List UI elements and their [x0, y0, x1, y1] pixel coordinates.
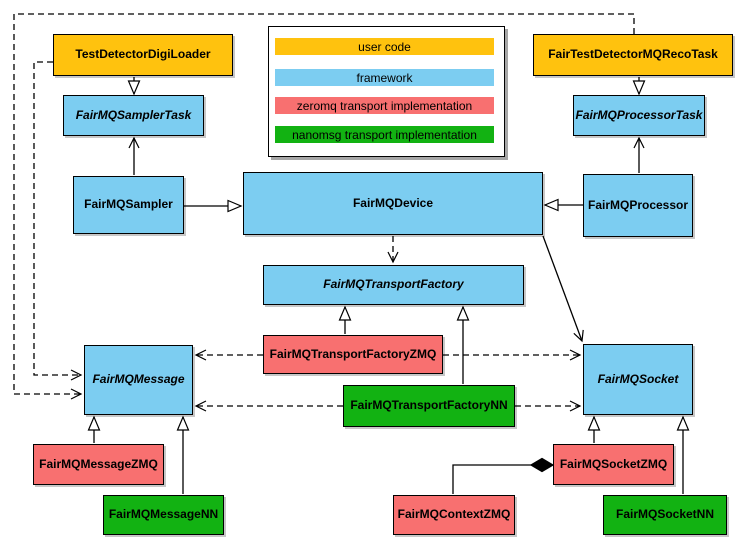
edge-recotask-to-message	[13, 13, 635, 400]
legend-item-framework: framework	[275, 69, 494, 86]
node-fairmqsocketnn: FairMQSocketNN	[603, 495, 727, 535]
node-testdetectordigiloader: TestDetectorDigiLoader	[53, 34, 233, 76]
node-fairmqtransportfactory: FairMQTransportFactory	[263, 265, 524, 305]
legend-label: nanomsg transport implementation	[292, 127, 477, 142]
node-fairmqmessage: FairMQMessage	[84, 345, 193, 415]
node-fairmqcontextzmq: FairMQContextZMQ	[393, 495, 515, 535]
edge-digiloader-to-message	[33, 61, 83, 381]
edge-contextzmq-to-socketzmq	[452, 464, 531, 494]
node-fairmqdevice: FairMQDevice	[243, 172, 543, 235]
node-fairmqprocessortask: FairMQProcessorTask	[573, 95, 705, 136]
legend-label: zeromq transport implementation	[296, 98, 473, 113]
node-fairmqtransportfactorynn: FairMQTransportFactoryNN	[343, 385, 515, 427]
node-fairmqmessagezmq: FairMQMessageZMQ	[33, 444, 164, 485]
legend-item-zeromq: zeromq transport implementation	[275, 97, 494, 114]
legend-item-nanomsg: nanomsg transport implementation	[275, 126, 494, 143]
node-fairmqsampler: FairMQSampler	[73, 176, 184, 234]
node-fairmqsocket: FairMQSocket	[583, 344, 693, 415]
node-fairtestdetectormqrecotask: FairTestDetectorMQRecoTask	[533, 34, 733, 76]
node-fairmqtransportfactoryzmq: FairMQTransportFactoryZMQ	[263, 335, 443, 374]
node-fairmqsamplertask: FairMQSamplerTask	[63, 95, 204, 136]
node-fairmqprocessor: FairMQProcessor	[583, 174, 693, 237]
edge-device-to-socket	[542, 235, 584, 343]
composition-diamond	[529, 457, 555, 473]
node-fairmqmessagenn: FairMQMessageNN	[103, 495, 224, 535]
legend-label: framework	[356, 70, 413, 85]
legend-label: user code	[358, 39, 411, 54]
node-fairmqsocketzmq: FairMQSocketZMQ	[553, 444, 674, 485]
legend: user code framework zeromq transport imp…	[268, 26, 505, 157]
legend-item-user-code: user code	[275, 38, 494, 55]
